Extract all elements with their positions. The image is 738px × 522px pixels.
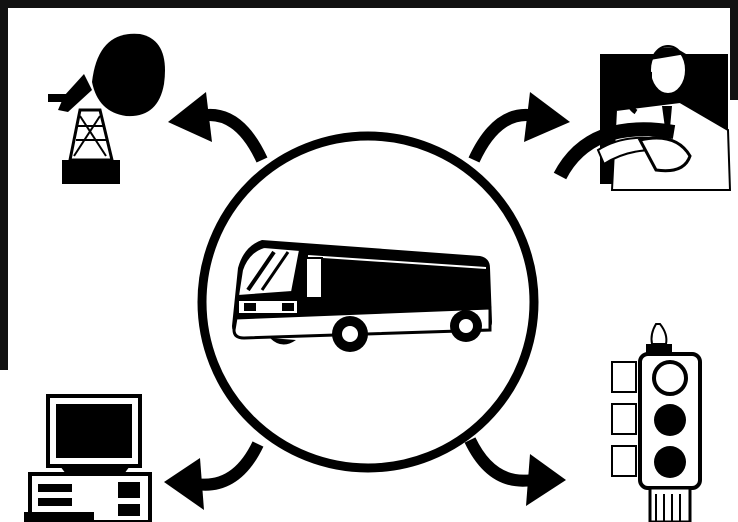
desktop-computer-icon <box>24 396 150 522</box>
traffic-light-middle <box>654 404 686 436</box>
center-hub <box>202 136 534 468</box>
arrow-to-traffic <box>470 440 566 506</box>
arrow-to-driver <box>474 92 570 160</box>
arrow-to-computer <box>164 444 258 510</box>
satellite-dish-icon <box>48 34 165 184</box>
arrow-to-satellite <box>168 92 262 160</box>
traffic-light-top <box>654 362 686 394</box>
traffic-light-bottom <box>654 446 686 478</box>
driver-phone-icon <box>560 46 730 190</box>
bus-icon <box>232 240 492 352</box>
traffic-light-icon <box>612 324 700 522</box>
